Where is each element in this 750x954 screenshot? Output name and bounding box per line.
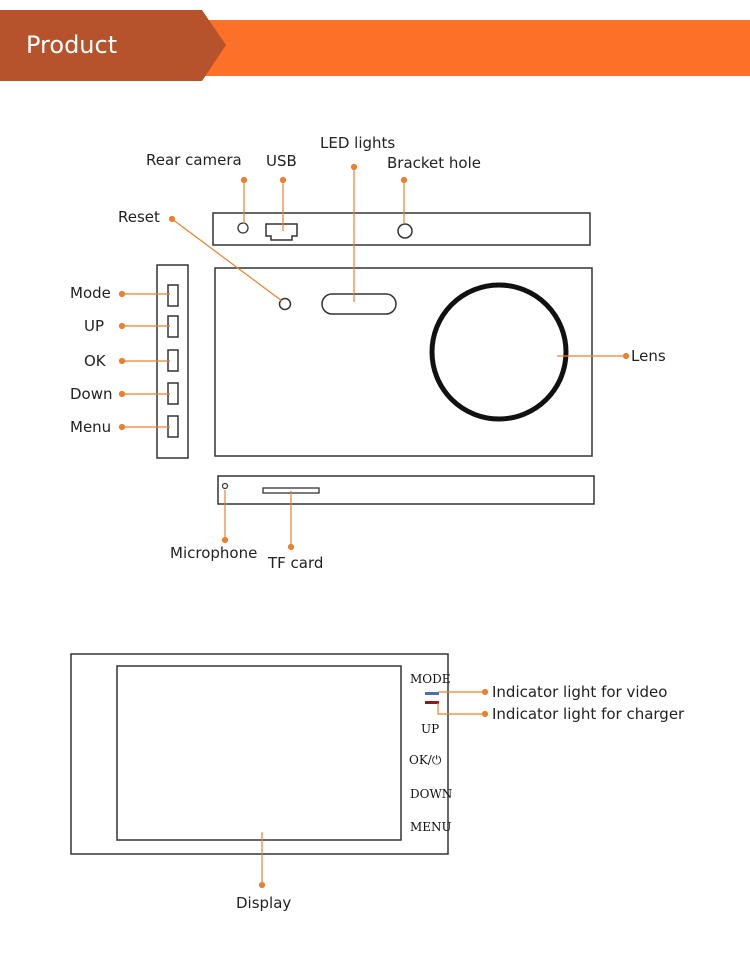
led-lights-label: LED lights	[320, 134, 396, 152]
video-indicator-light	[425, 692, 439, 695]
rear-camera-label: Rear camera	[146, 151, 242, 169]
device-back	[70, 653, 449, 855]
bracket-hole-label: Bracket hole	[387, 154, 482, 172]
led-lights-shape	[321, 293, 397, 315]
reset-label: Reset	[118, 208, 160, 226]
banner-fold	[202, 10, 226, 81]
camera-top-edge	[212, 212, 591, 246]
reset-hole-shape	[278, 297, 292, 311]
display-screen	[116, 665, 402, 841]
bracket-hole-shape	[397, 223, 413, 239]
down-label: Down	[70, 385, 113, 403]
lens-shape	[429, 282, 569, 422]
page-title: Product Details	[0, 10, 202, 130]
menu-label: Menu	[70, 418, 112, 436]
top-leader-lines	[118, 163, 630, 551]
charger-indicator-light	[425, 701, 439, 704]
video-indicator-label: Indicator light for video	[492, 683, 668, 701]
usb-port-shape	[265, 223, 298, 241]
microphone-label: Microphone	[170, 544, 258, 562]
bottom-leader-lines	[258, 688, 489, 889]
charger-indicator-leader	[437, 703, 485, 715]
camera-bottom-edge	[217, 475, 595, 505]
device-mode-label: MODE	[410, 672, 451, 686]
device-up-label: UP	[421, 722, 440, 736]
ok-label: OK	[84, 352, 106, 370]
display-label: Display	[236, 894, 292, 912]
camera-front	[214, 267, 593, 457]
rear-camera-shape	[237, 222, 249, 234]
mode-label: Mode	[70, 284, 111, 302]
usb-label: USB	[266, 152, 297, 170]
reset-leader	[171, 218, 283, 302]
microphone-shape	[221, 482, 229, 490]
up-label: UP	[84, 317, 105, 335]
device-ok-power-label: OK/⏻	[409, 753, 442, 767]
mode-button-shape	[167, 284, 179, 307]
tf-card-label: TF card	[268, 554, 324, 572]
device-down-label: DOWN	[410, 787, 453, 801]
device-menu-label: MENU	[410, 820, 452, 834]
charger-indicator-label: Indicator light for charger	[492, 705, 685, 723]
lens-label: Lens	[631, 347, 666, 365]
